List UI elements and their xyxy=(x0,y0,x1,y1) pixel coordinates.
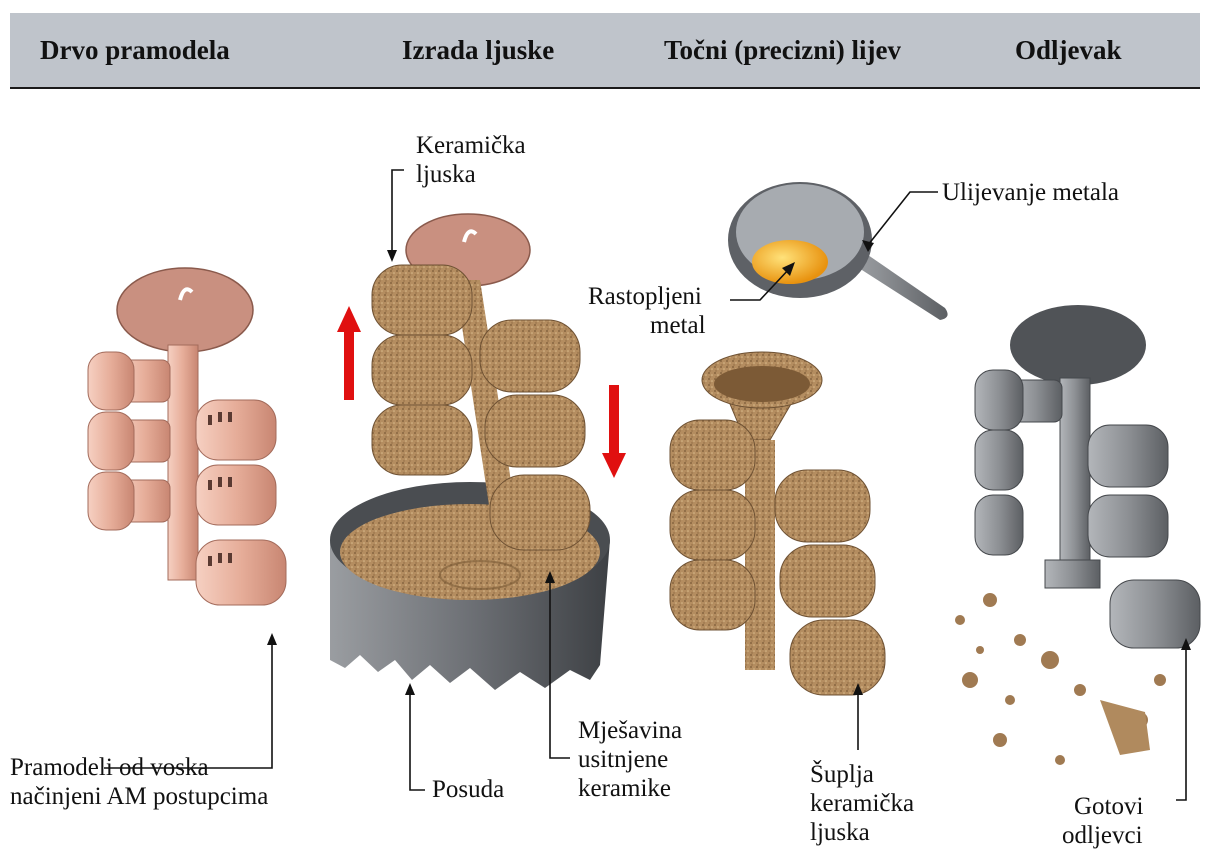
label-finished-castings: Gotoviodljevci xyxy=(1062,792,1143,850)
label-metal-pouring: Ulijevanje metala xyxy=(942,178,1119,207)
red-down-arrow-icon xyxy=(602,385,626,478)
red-up-arrow-icon xyxy=(337,306,361,400)
label-ceramic-shell: Keramičkaljuska xyxy=(416,131,526,189)
label-molten-metal: Rastopljenimetal xyxy=(588,282,706,340)
label-hollow-shell: Šupljakeramičkaljuska xyxy=(810,760,914,847)
label-wax-patterns: Pramodeli od voskanačinjeni AM postupcim… xyxy=(10,753,268,811)
wax-pattern-tree xyxy=(88,268,286,605)
label-container: Posuda xyxy=(432,775,504,804)
label-ceramic-mixture: Mješavinausitnjenekeramike xyxy=(578,716,682,803)
hollow-ceramic-shell xyxy=(670,352,885,695)
metal-casting-tree xyxy=(975,305,1200,648)
